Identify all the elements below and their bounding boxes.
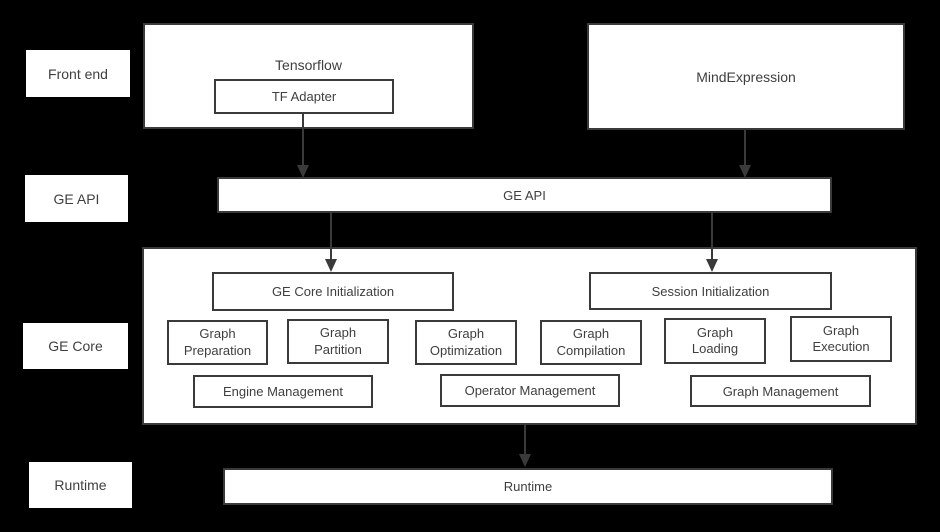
- arrow-shaft: [744, 130, 746, 167]
- graph-compilation-box: Graph Compilation: [540, 320, 642, 365]
- tf-adapter-box: TF Adapter: [214, 79, 394, 114]
- engine-management-box: Engine Management: [193, 375, 373, 408]
- row-label-ge-core: GE Core: [23, 323, 128, 369]
- arrow-tf-adapter-to-ge-api: [297, 114, 309, 178]
- arrow-head-icon: [706, 259, 718, 272]
- graph-execution-box: Graph Execution: [790, 316, 892, 362]
- ge-core-container: GE Core Initialization Session Initializ…: [142, 247, 917, 425]
- ge-api-bar: GE API: [217, 177, 832, 213]
- mind-expression-box: MindExpression: [587, 23, 905, 130]
- graph-preparation-box: Graph Preparation: [167, 320, 268, 365]
- arrow-ge-api-to-ge-core-initialization: [325, 213, 337, 272]
- arrow-shaft: [330, 213, 332, 261]
- arrow-ge-core-to-runtime: [519, 425, 531, 467]
- arrow-shaft: [524, 425, 526, 456]
- arrow-shaft: [302, 114, 304, 167]
- ge-core-initialization-box: GE Core Initialization: [212, 272, 454, 311]
- arrow-mind-expression-to-ge-api: [739, 130, 751, 178]
- tensorflow-box: Tensorflow TF Adapter: [143, 23, 474, 129]
- arrow-head-icon: [519, 454, 531, 467]
- graph-partition-box: Graph Partition: [287, 319, 389, 364]
- graph-optimization-box: Graph Optimization: [415, 320, 517, 365]
- graph-management-box: Graph Management: [690, 375, 871, 407]
- runtime-bar: Runtime: [223, 468, 833, 505]
- tensorflow-title: Tensorflow: [275, 57, 342, 73]
- row-label-front-end: Front end: [26, 50, 130, 97]
- operator-management-box: Operator Management: [440, 374, 620, 407]
- arrow-head-icon: [739, 165, 751, 178]
- arrow-head-icon: [297, 165, 309, 178]
- row-label-ge-api: GE API: [25, 175, 128, 222]
- arrow-ge-api-to-session-initialization: [706, 213, 718, 272]
- arrow-head-icon: [325, 259, 337, 272]
- arrow-shaft: [711, 213, 713, 261]
- graph-loading-box: Graph Loading: [664, 318, 766, 364]
- row-label-runtime: Runtime: [29, 462, 132, 508]
- session-initialization-box: Session Initialization: [589, 272, 832, 310]
